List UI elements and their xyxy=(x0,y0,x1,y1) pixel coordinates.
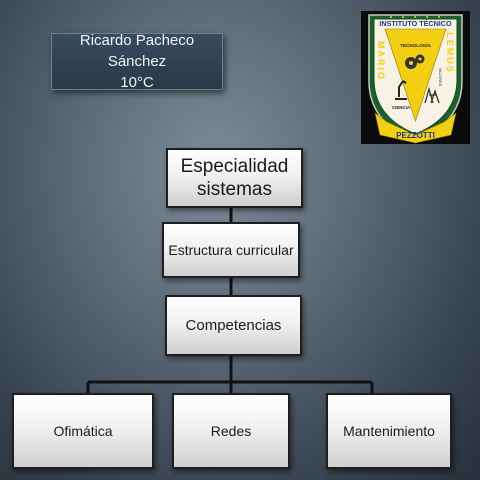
node-label: Estructura curricular xyxy=(168,242,294,258)
microscope-icon xyxy=(395,80,407,100)
node-label: Mantenimiento xyxy=(343,423,435,439)
node-label: Redes xyxy=(210,423,252,439)
gear-icon xyxy=(405,54,425,69)
dots-border-icon xyxy=(390,16,440,18)
figures-icon xyxy=(424,86,440,104)
node-label: Especialidad sistemas xyxy=(180,156,289,200)
author-grade: 10°C xyxy=(120,74,154,91)
author-name: Ricardo Pacheco Sánchez xyxy=(79,32,195,70)
logo-inner-left: CIENCIA xyxy=(392,105,411,110)
logo-top-text: INSTITUTO TÉCNICO xyxy=(379,19,452,28)
node-label: Competencias xyxy=(185,317,282,334)
node-estructura-curricular: Estructura curricular xyxy=(162,222,300,278)
node-redes: Redes xyxy=(172,393,290,469)
node-competencias: Competencias xyxy=(165,295,302,356)
node-ofimatica: Ofimática xyxy=(12,393,154,469)
logo-left-text: MARIO xyxy=(376,41,386,81)
school-logo: INSTITUTO TÉCNICO TECNOLOGÍA CIENCIA VAL… xyxy=(361,11,470,144)
logo-inner-right: VALORES xyxy=(438,68,443,87)
logo-bottom-text: PEZZOTTI xyxy=(396,131,435,140)
node-label: Ofimática xyxy=(53,423,113,439)
author-card: Ricardo Pacheco Sánchez 10°C xyxy=(51,32,223,91)
node-mantenimiento: Mantenimiento xyxy=(326,393,452,469)
node-especialidad-sistemas: Especialidad sistemas xyxy=(166,148,303,208)
logo-inner-top: TECNOLOGÍA xyxy=(400,41,431,48)
logo-right-text: LEMUS xyxy=(445,32,455,74)
